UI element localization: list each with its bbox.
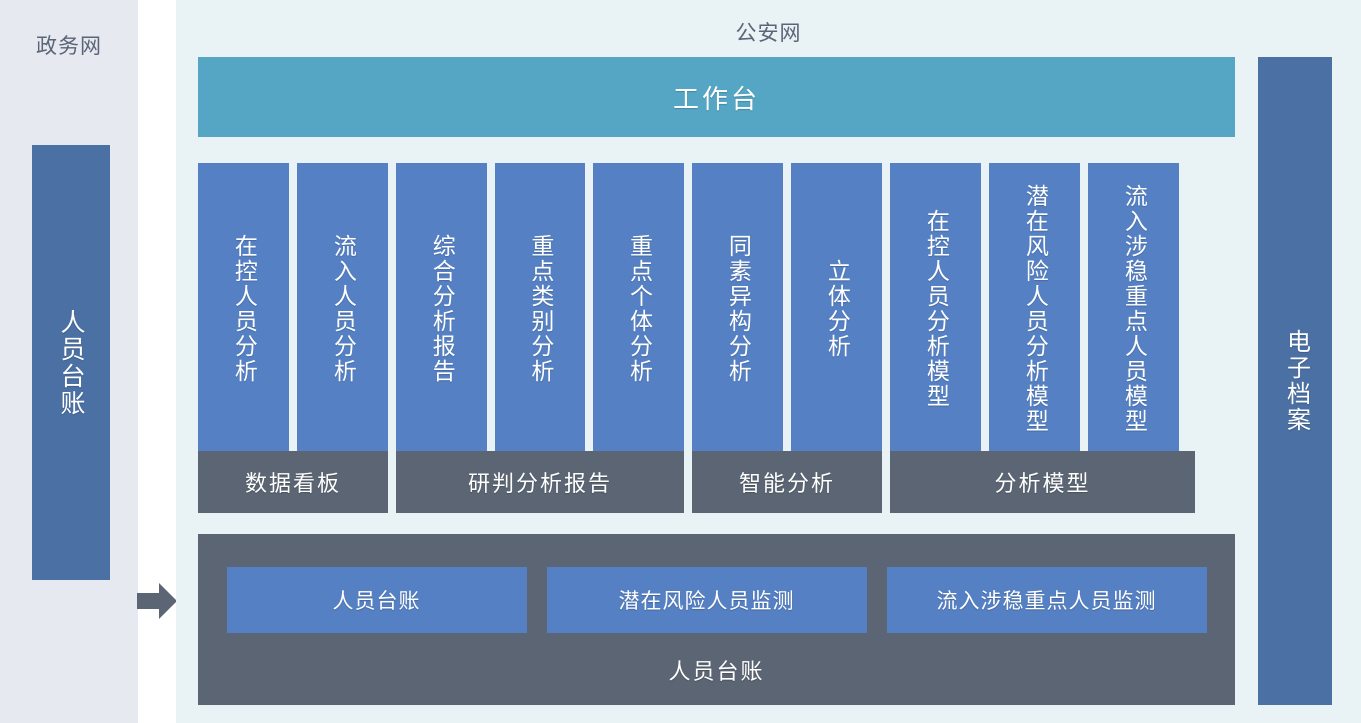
capability-column[interactable]: 流入涉稳重点人员模型 — [1088, 163, 1179, 455]
capability-column[interactable]: 在控人员分析模型 — [890, 163, 981, 455]
capability-group-label: 智能分析 — [692, 451, 882, 513]
gov-personnel-ledger-box[interactable]: 人员台账 — [32, 145, 110, 580]
capability-group-label: 数据看板 — [198, 451, 388, 513]
capability-column[interactable]: 重点个体分析 — [593, 163, 685, 455]
capability-column[interactable]: 立体分析 — [791, 163, 882, 455]
capability-column-label: 综合分析报告 — [429, 234, 456, 384]
capability-column-label: 流入人员分析 — [330, 234, 357, 384]
ledger-button[interactable]: 人员台账 — [226, 567, 527, 633]
right-arrow-icon — [137, 582, 177, 620]
capability-column-label: 流入涉稳重点人员模型 — [1121, 184, 1148, 434]
ledger-button[interactable]: 潜在风险人员监测 — [546, 567, 867, 633]
capability-column-label: 潜在风险人员分析模型 — [1022, 184, 1049, 434]
capability-column-label: 重点个体分析 — [626, 234, 653, 384]
capability-group-columns: 同素异构分析 立体分析 — [692, 163, 882, 455]
workbench-label: 工作台 — [672, 83, 760, 114]
capability-group: 在控人员分析模型 潜在风险人员分析模型 流入涉稳重点人员模型分析模型 — [890, 163, 1195, 513]
personnel-ledger-panel: 人员台账潜在风险人员监测流入涉稳重点人员监测 人员台账 — [198, 534, 1235, 705]
capability-column-label: 立体分析 — [824, 259, 851, 359]
gov-network-title: 政务网 — [36, 35, 102, 58]
electronic-archive-box[interactable]: 电子档案 — [1258, 57, 1332, 705]
gov-personnel-ledger-label: 人员台账 — [57, 308, 85, 417]
capability-column-label: 在控人员分析 — [231, 234, 258, 384]
capability-group-columns: 综合分析报告 重点类别分析 重点个体分析 — [396, 163, 685, 455]
workbench-bar[interactable]: 工作台 — [198, 57, 1235, 137]
ledger-button[interactable]: 流入涉稳重点人员监测 — [886, 567, 1207, 633]
capability-column-label: 在控人员分析模型 — [923, 209, 950, 409]
capability-group-label: 分析模型 — [890, 451, 1195, 513]
capability-group-columns: 在控人员分析模型 潜在风险人员分析模型 流入涉稳重点人员模型 — [890, 163, 1195, 455]
capability-column[interactable]: 流入人员分析 — [297, 163, 388, 455]
capability-column[interactable]: 在控人员分析 — [198, 163, 289, 455]
police-network-title: 公安网 — [735, 22, 802, 45]
capability-column[interactable]: 潜在风险人员分析模型 — [989, 163, 1080, 455]
gov-network-zone: 政务网 人员台账 — [0, 0, 138, 723]
personnel-ledger-panel-label: 人员台账 — [668, 659, 765, 684]
capability-group: 综合分析报告 重点类别分析 重点个体分析研判分析报告 — [396, 163, 685, 513]
capability-column[interactable]: 同素异构分析 — [692, 163, 783, 455]
capability-column-label: 同素异构分析 — [725, 234, 752, 384]
capability-group-columns: 在控人员分析 流入人员分析 — [198, 163, 388, 455]
personnel-ledger-buttons: 人员台账潜在风险人员监测流入涉稳重点人员监测 — [198, 567, 1235, 633]
capability-group-label: 研判分析报告 — [396, 451, 684, 513]
police-network-zone: 公安网 工作台 在控人员分析 流入人员分析数据看板 综合分析报告 重点类别分析 重点个体… — [176, 0, 1361, 723]
capability-group: 同素异构分析 立体分析智能分析 — [692, 163, 882, 513]
capability-column[interactable]: 重点类别分析 — [494, 163, 586, 455]
capability-groups-row: 在控人员分析 流入人员分析数据看板 综合分析报告 重点类别分析 重点个体分析研判分析报告… — [198, 163, 1235, 513]
capability-column-label: 重点类别分析 — [527, 234, 554, 384]
capability-column[interactable]: 综合分析报告 — [396, 163, 487, 455]
electronic-archive-label: 电子档案 — [1282, 329, 1310, 433]
capability-group: 在控人员分析 流入人员分析数据看板 — [198, 163, 388, 513]
